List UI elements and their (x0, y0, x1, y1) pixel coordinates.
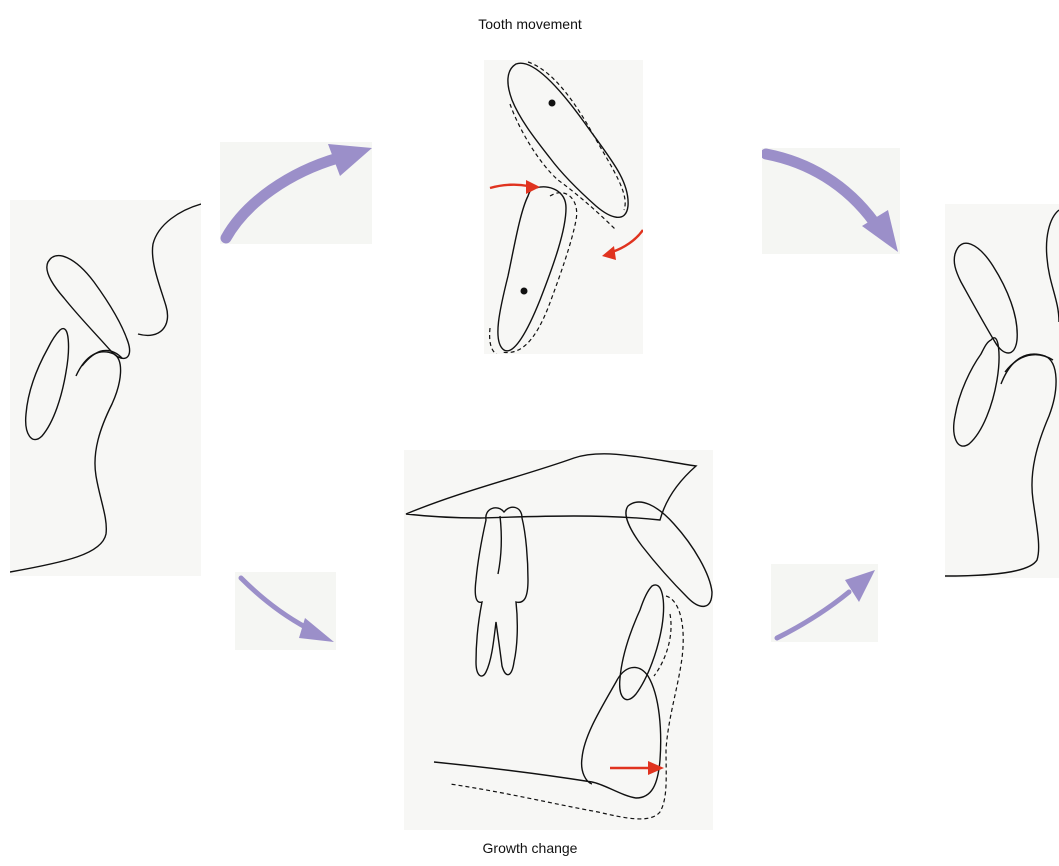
tooth-movement-panel (484, 60, 643, 354)
initial-profile-drawing (10, 200, 201, 576)
upper-incisor-outline (954, 243, 1017, 353)
curved-arrow-icon (226, 158, 338, 238)
growth-change-drawing (404, 450, 713, 830)
lower-incisor-outline (954, 338, 999, 446)
final-profile-panel (945, 204, 1059, 578)
mandible-outline (434, 667, 661, 798)
flow-arrow-from-tooth-movement (762, 148, 900, 254)
lower-incisor-center-dot (521, 288, 528, 295)
upper-lip-outline (138, 204, 201, 335)
curved-arrow-icon (241, 578, 307, 628)
molar-crown-detail (498, 516, 501, 574)
curved-arrow-icon (766, 154, 874, 222)
flow-arrow-to-tooth-movement (220, 142, 372, 244)
red-arrow-icon (490, 185, 528, 188)
upper-lip-outline (1047, 210, 1059, 322)
lower-lip-outline (1005, 355, 1053, 372)
flow-arrow-from-growth-change (771, 564, 878, 642)
initial-profile-panel (10, 200, 201, 576)
growth-change-panel (404, 450, 713, 830)
final-profile-drawing (945, 204, 1059, 578)
red-arrow-icon (612, 230, 643, 252)
chin-outline (945, 354, 1056, 576)
lower-incisor-outline (620, 585, 664, 700)
upper-incisor-center-dot (549, 100, 556, 107)
chin-outline (10, 352, 121, 572)
upper-incisor-outline (508, 63, 628, 217)
growth-change-label: Growth change (483, 840, 578, 856)
tooth-movement-label: Tooth movement (478, 16, 582, 32)
lower-incisor-outline (26, 329, 69, 440)
lower-incisor-outline (498, 187, 566, 351)
upper-incisor-outline (47, 256, 130, 359)
upper-incisor-moved-root (510, 104, 616, 230)
maxilla-outline (406, 454, 696, 520)
tooth-movement-drawing (484, 60, 643, 354)
lower-incisor-grown-outline (450, 596, 683, 819)
flow-arrow-to-growth-change (235, 572, 336, 650)
curved-arrow-icon (777, 592, 849, 638)
